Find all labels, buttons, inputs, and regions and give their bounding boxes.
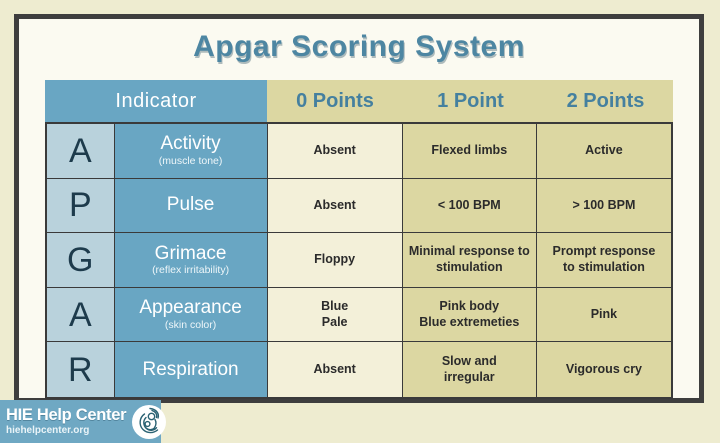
header-2-points: 2 Points: [538, 80, 673, 122]
row-letter: A: [47, 124, 115, 179]
cell-2-points: > 100 BPM: [536, 178, 671, 234]
row-letter: R: [47, 342, 115, 397]
row-indicator: Pulse: [114, 178, 268, 234]
apgar-table: Indicator 0 Points 1 Point 2 Points A Ac…: [45, 80, 673, 399]
cell-0-points: Blue Pale: [267, 287, 403, 343]
indicator-sublabel: (reflex irritability): [152, 264, 230, 277]
letter-text: P: [68, 186, 92, 225]
indicator-name: Appearance: [139, 297, 242, 319]
letter-text: A: [68, 131, 92, 170]
mother-baby-logo-icon: [132, 404, 167, 439]
letter-text: R: [68, 350, 93, 389]
cell-0-points: Absent: [267, 124, 403, 179]
page-title: Apgar Scoring System: [193, 30, 525, 63]
cell-2-points: Pink: [536, 287, 671, 343]
brand-badge: HIE Help Center hiehelpcenter.org: [0, 400, 167, 443]
row-indicator: Activity (muscle tone): [114, 124, 268, 179]
cell-0-points: Absent: [267, 342, 403, 397]
indicator-name: Activity: [160, 133, 221, 155]
row-indicator: Grimace (reflex irritability): [114, 233, 268, 288]
brand-text-block: HIE Help Center hiehelpcenter.org: [6, 405, 127, 437]
indicator-name: Respiration: [142, 358, 239, 380]
brand-url: hiehelpcenter.org: [6, 425, 90, 437]
cell-0-points: Absent: [267, 178, 403, 234]
row-letter: G: [47, 233, 115, 288]
cell-2-points: Vigorous cry: [536, 342, 671, 397]
poster-frame: Apgar Scoring System Indicator 0 Points …: [14, 14, 704, 403]
cell-1-point: Slow and irregular: [402, 342, 537, 397]
letter-text: A: [68, 295, 92, 334]
letter-text: G: [67, 240, 94, 279]
row-indicator: Appearance (skin color): [114, 287, 268, 343]
table-header-row: Indicator 0 Points 1 Point 2 Points: [45, 80, 673, 122]
cell-1-point: Pink body Blue extremeties: [402, 287, 537, 343]
indicator-sublabel: (skin color): [164, 319, 217, 332]
row-letter: A: [47, 287, 115, 343]
header-1-point: 1 Point: [403, 80, 538, 122]
cell-2-points: Active: [536, 124, 671, 179]
row-letter: P: [47, 178, 115, 234]
cell-2-points: Prompt response to stimulation: [536, 233, 671, 288]
cell-1-point: Flexed limbs: [402, 124, 537, 179]
table-body: A Activity (muscle tone) Absent Flexed l…: [45, 122, 673, 399]
indicator-name: Pulse: [166, 194, 215, 216]
cell-1-point: Minimal response to stimulation: [402, 233, 537, 288]
indicator-sublabel: (muscle tone): [158, 155, 223, 168]
header-indicator: Indicator: [45, 80, 267, 122]
cell-0-points: Floppy: [267, 233, 403, 288]
cell-1-point: < 100 BPM: [402, 178, 537, 234]
brand-name: HIE Help Center: [6, 405, 127, 424]
indicator-name: Grimace: [154, 242, 227, 264]
header-0-points: 0 Points: [267, 80, 403, 122]
row-indicator: Respiration: [114, 342, 268, 397]
